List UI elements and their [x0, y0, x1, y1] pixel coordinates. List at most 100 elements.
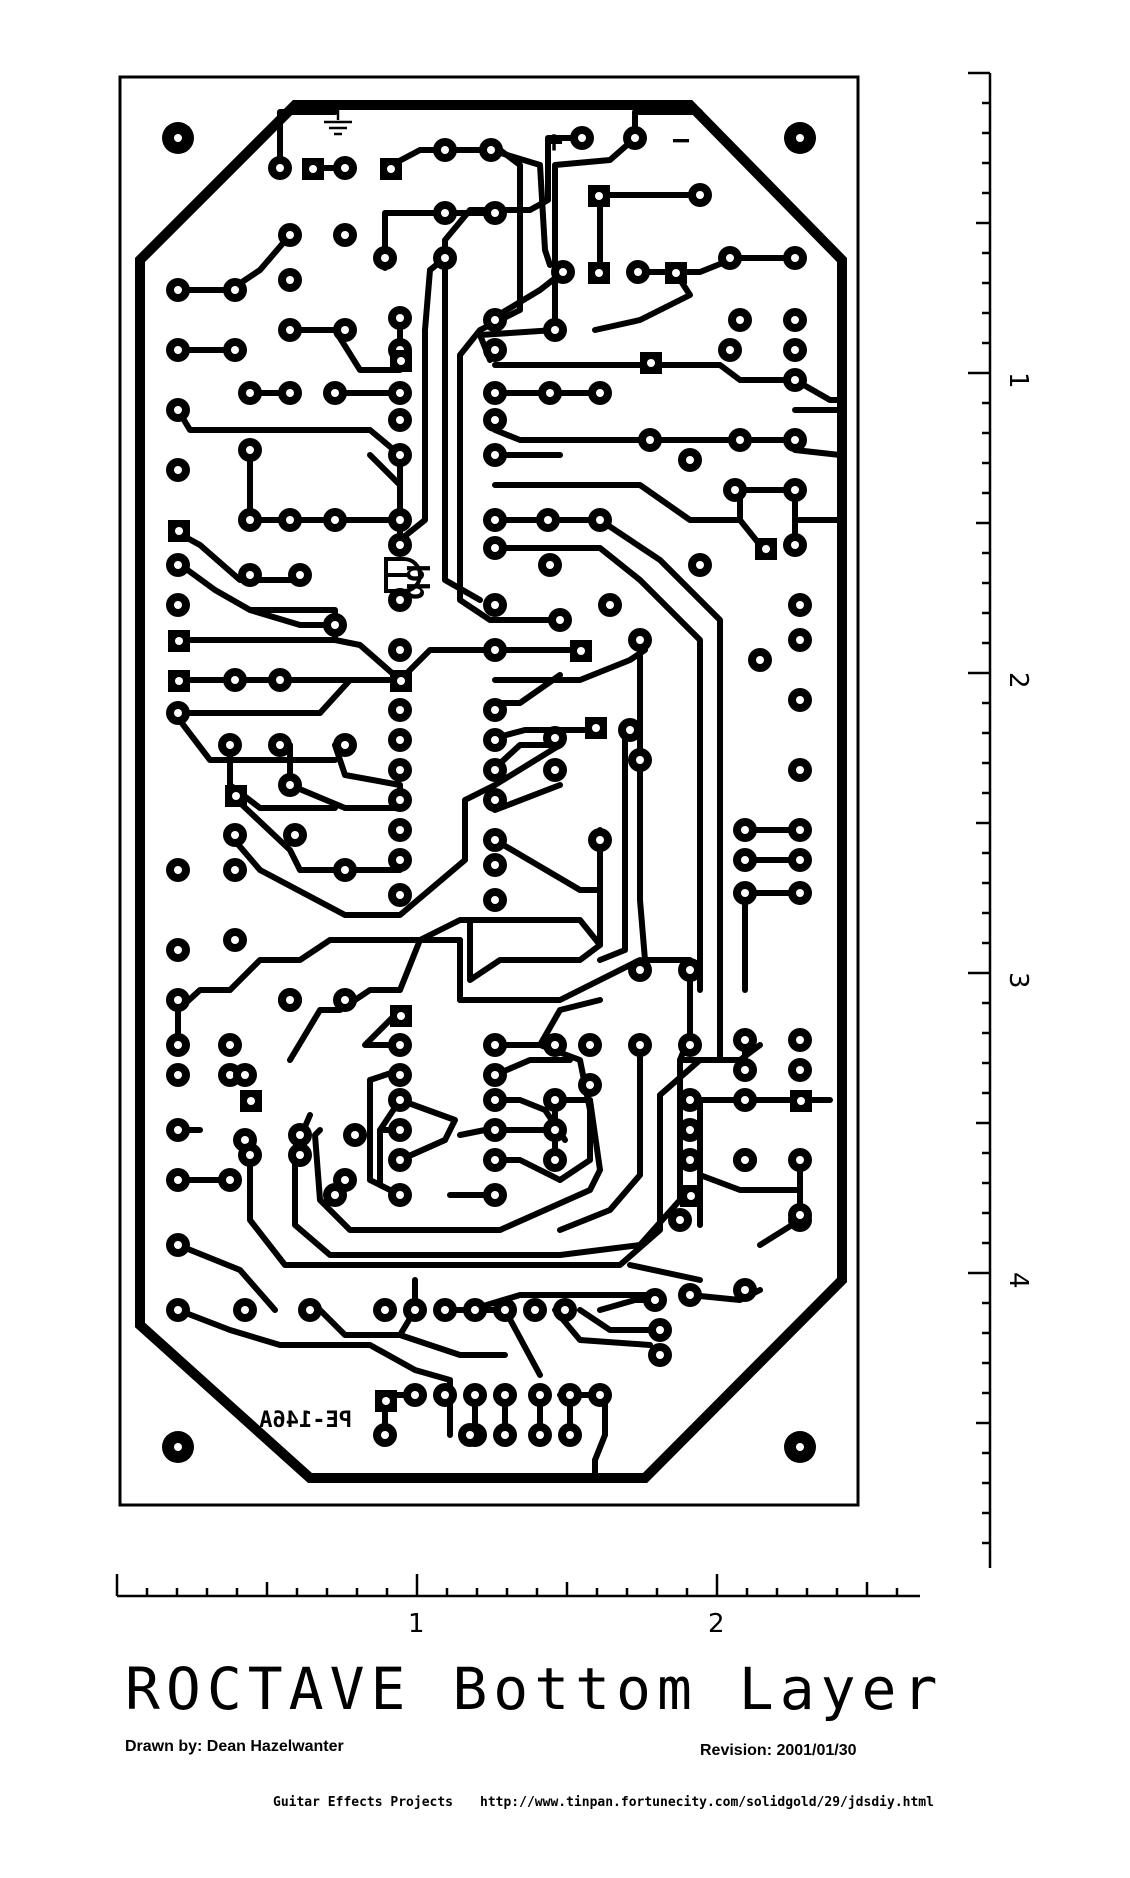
square-pad-drills: [175, 165, 805, 1405]
pad-drill: [491, 516, 499, 524]
pad-drill: [791, 541, 799, 549]
pad-drill: [276, 676, 284, 684]
pad-drill: [396, 389, 404, 397]
pad-drill: [296, 1131, 304, 1139]
pad-drill: [796, 856, 804, 864]
pad-drill: [174, 286, 182, 294]
pad-drill: [174, 466, 182, 474]
pad-drill: [551, 734, 559, 742]
pad-drill: [286, 231, 294, 239]
pad-drill: [791, 316, 799, 324]
pad-drill: [596, 836, 604, 844]
pad-drill: [396, 891, 404, 899]
pad-drill: [411, 1306, 419, 1314]
pad-drill: [796, 1156, 804, 1164]
pad-drill: [544, 516, 552, 524]
pad-drill: [174, 1041, 182, 1049]
pad-drill: [241, 1136, 249, 1144]
pad-drill: [741, 856, 749, 864]
pad-drill: [174, 406, 182, 414]
pad-drill: [231, 346, 239, 354]
pad-drill: [741, 1286, 749, 1294]
pad-drill: [396, 736, 404, 744]
pad-drill: [276, 741, 284, 749]
pad-drill: [741, 1036, 749, 1044]
vertical-ruler-labels: 1 2 3 4: [1003, 372, 1033, 1289]
pad-drill: [656, 1351, 664, 1359]
pad-drill: [756, 656, 764, 664]
pad-drill: [286, 781, 294, 789]
pad-drill: [559, 268, 567, 276]
pad-drill: [566, 1391, 574, 1399]
pad-drill: [686, 1126, 694, 1134]
pad-drill: [396, 1191, 404, 1199]
pad-drill: [491, 416, 499, 424]
pad-drill: [491, 796, 499, 804]
power-plus-label: +: [545, 125, 563, 160]
pad-drill: [536, 1431, 544, 1439]
pad-drill: [341, 1176, 349, 1184]
power-minus-label: −: [672, 123, 690, 158]
pad-drill: [246, 446, 254, 454]
mounting-holes: [162, 122, 816, 1463]
pad-drill: [646, 436, 654, 444]
pad-drill: [231, 831, 239, 839]
pad-drill: [491, 1041, 499, 1049]
pad-drill: [491, 1191, 499, 1199]
pad-drill: [491, 1126, 499, 1134]
pad-drill: [396, 1041, 404, 1049]
pad-drill: [561, 1306, 569, 1314]
pad-drill: [741, 1096, 749, 1104]
pad-drill: [736, 436, 744, 444]
vruler-label-4: 4: [1003, 1272, 1033, 1289]
pad-drill: [441, 1306, 449, 1314]
pad-drill: [286, 389, 294, 397]
pad-drill: [491, 544, 499, 552]
pad-drill: [491, 646, 499, 654]
pad-drill: [441, 209, 449, 217]
pad-drill: [796, 696, 804, 704]
pad-drill: [246, 389, 254, 397]
pad-drill: [246, 571, 254, 579]
pad-drill: [396, 826, 404, 834]
pad-drill: [741, 1066, 749, 1074]
pad-drill: [396, 766, 404, 774]
pad-drill: [396, 706, 404, 714]
pad-drill: [226, 1041, 234, 1049]
pad-drill: [491, 836, 499, 844]
pad-drill: [246, 1151, 254, 1159]
pad-drill: [491, 896, 499, 904]
pad-drill: [396, 1071, 404, 1079]
pad-drill: [341, 164, 349, 172]
pad-drill: [606, 601, 614, 609]
pad-drill: [696, 561, 704, 569]
pad-drill: [491, 346, 499, 354]
part-number: PE-146A: [259, 1408, 352, 1433]
pad-drill: [796, 826, 804, 834]
horizontal-ruler: [115, 1574, 920, 1598]
pad-drill: [596, 389, 604, 397]
pad-drill: [686, 1041, 694, 1049]
pad-drill: [796, 601, 804, 609]
pad-drill: [491, 861, 499, 869]
pad-drill: [246, 516, 254, 524]
pad-drill: [676, 1216, 684, 1224]
pad-drill: [174, 866, 182, 874]
pad-drill: [686, 1291, 694, 1299]
d-logo-mark: [384, 557, 422, 593]
pad-drill: [551, 1041, 559, 1049]
pad-drill: [396, 314, 404, 322]
pad-drill: [791, 254, 799, 262]
pad-drill: [491, 1096, 499, 1104]
pad-drill: [686, 966, 694, 974]
pad-drill: [331, 389, 339, 397]
pad-drill: [726, 254, 734, 262]
pad-drill: [396, 516, 404, 524]
revision: Revision: 2001/01/30: [700, 1742, 857, 1759]
ground-plane-trace: [135, 100, 847, 1483]
pad-drill: [491, 451, 499, 459]
pad-drill: [241, 1306, 249, 1314]
pad-drill: [231, 676, 239, 684]
drawn-by: Drawn by: Dean Hazelwanter: [125, 1738, 344, 1755]
